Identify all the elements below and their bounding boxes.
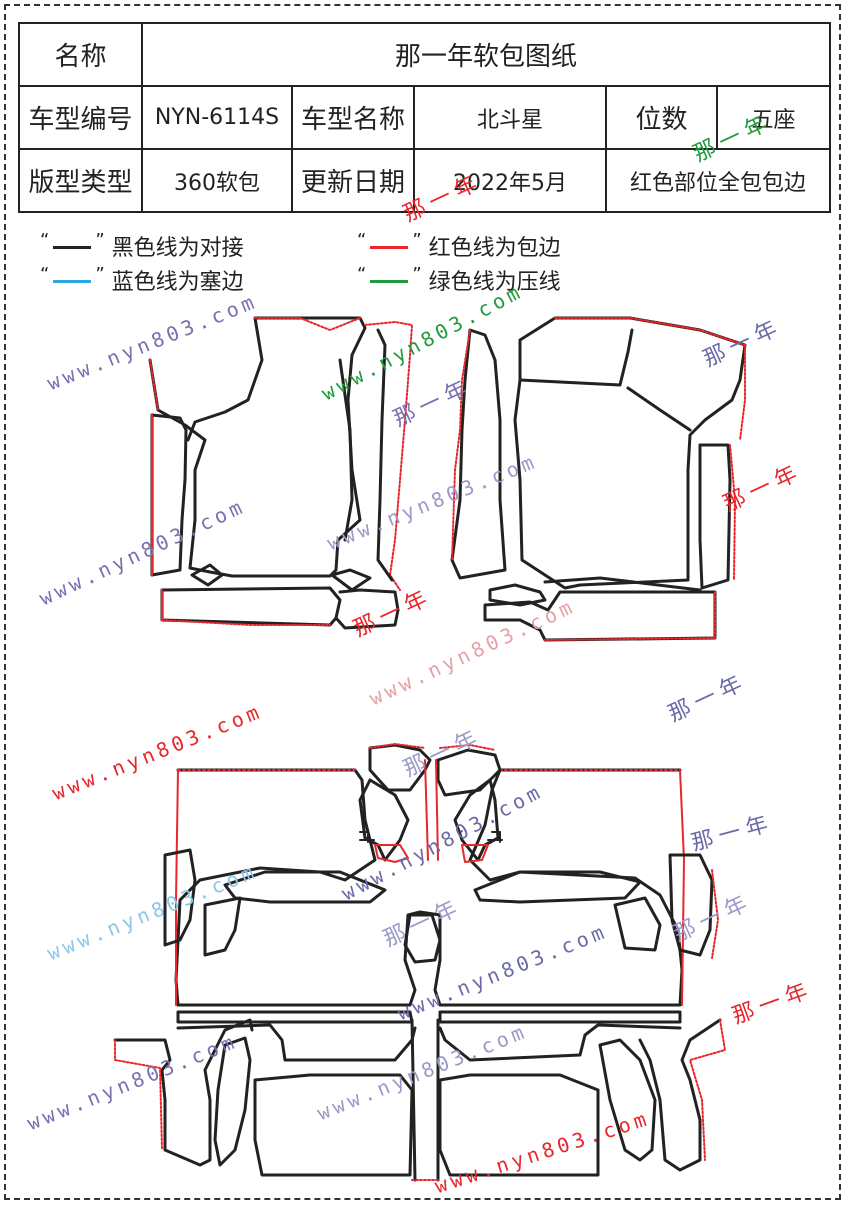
legend-red-text: 红色线为包边 <box>428 236 561 261</box>
rear-pattern <box>113 743 726 1182</box>
name-label: 名称 <box>18 22 143 87</box>
spec-row-style: 版型类型 360软包 更新日期 2022年5月 红色部位全包包边 <box>18 148 832 213</box>
legend-green-swatch <box>370 279 409 283</box>
legend-black: “” 黑色线为对接 <box>40 230 244 261</box>
legend-blue: “” 蓝色线为塞边 <box>40 264 244 295</box>
front-left-pattern <box>148 316 413 630</box>
spec-row-model: 车型编号 NYN-6114S 车型名称 北斗星 位数 五座 <box>18 85 832 150</box>
spec-table: 名称 那一年软包图纸 车型编号 NYN-6114S 车型名称 北斗星 位数 五座… <box>18 22 832 213</box>
legend-blue-swatch <box>53 279 92 283</box>
model-name-label: 车型名称 <box>291 85 415 150</box>
date-label: 更新日期 <box>291 148 415 213</box>
front-right-pattern <box>450 316 747 642</box>
seats-value: 五座 <box>715 85 832 150</box>
legend-blue-text: 蓝色线为塞边 <box>111 270 244 295</box>
date-value: 2022年5月 <box>413 148 607 213</box>
legend-green: “” 绿色线为压线 <box>357 264 561 295</box>
legend-black-swatch <box>53 245 92 249</box>
model-name-value: 北斗星 <box>413 85 607 150</box>
legend-black-text: 黑色线为对接 <box>111 236 244 261</box>
model-code-value: NYN-6114S <box>141 85 293 150</box>
legend-green-text: 绿色线为压线 <box>428 270 561 295</box>
legend-red: “” 红色线为包边 <box>357 230 561 261</box>
seats-label: 位数 <box>605 85 718 150</box>
page-border <box>4 4 841 1200</box>
style-value: 360软包 <box>141 148 293 213</box>
note-value: 红色部位全包包边 <box>604 148 832 213</box>
style-label: 版型类型 <box>18 148 143 213</box>
document-title: 那一年软包图纸 <box>140 22 832 87</box>
spec-row-title: 名称 那一年软包图纸 <box>18 22 832 87</box>
model-code-label: 车型编号 <box>18 85 143 150</box>
legend-red-swatch <box>370 245 409 249</box>
